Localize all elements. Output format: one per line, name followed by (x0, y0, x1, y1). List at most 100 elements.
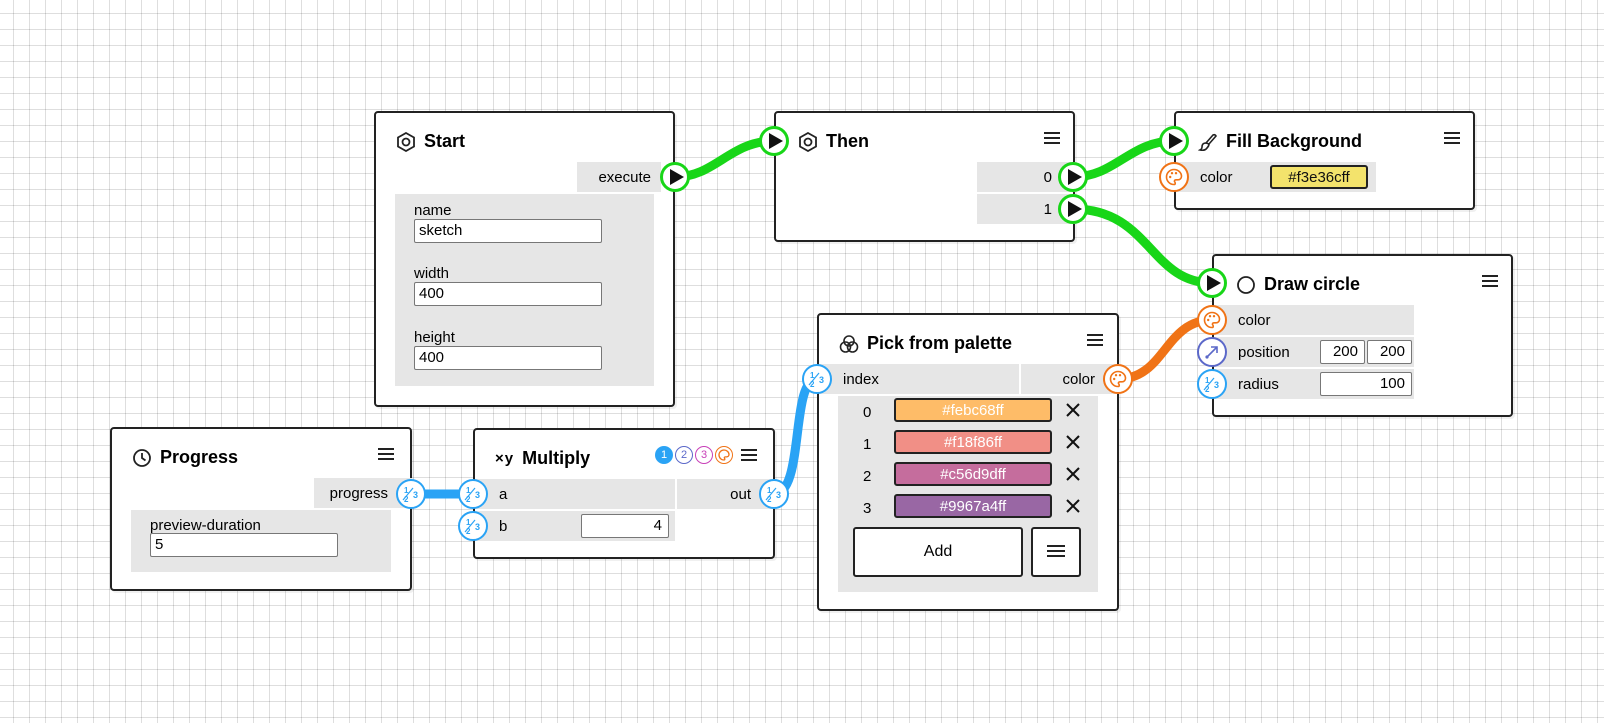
xy-icon: ×y (495, 450, 515, 467)
preview-duration-label: preview-duration (150, 517, 261, 534)
remove-color-3-icon[interactable] (1064, 497, 1082, 515)
start-node[interactable]: Start execute name sketch width 400 heig… (374, 111, 675, 407)
vector-type-badge[interactable]: 2 (675, 446, 693, 464)
start-execute-output-port[interactable] (660, 162, 690, 192)
svg-text:1: 1 (1205, 376, 1210, 385)
circle-icon (1237, 275, 1255, 294)
add-color-button[interactable]: Add (853, 527, 1023, 577)
fill-background-input-port[interactable] (1159, 126, 1189, 156)
execute-output-row: execute (577, 162, 661, 192)
output-1-label: 1 (1043, 200, 1052, 218)
svg-text:1: 1 (767, 486, 772, 495)
palette-index-1: 1 (863, 436, 872, 453)
svg-text:3: 3 (413, 490, 418, 500)
position-y-input[interactable]: 200 (1367, 340, 1412, 364)
output-0-label: 0 (1043, 168, 1052, 186)
draw-circle-input-port[interactable] (1197, 268, 1227, 298)
svg-text:3: 3 (776, 490, 781, 500)
height-input[interactable]: 400 (414, 346, 602, 370)
remove-color-0-icon[interactable] (1064, 401, 1082, 419)
vector3-type-badge[interactable]: 3 (695, 446, 713, 464)
palette-color-0[interactable]: #febc68ff (894, 398, 1052, 422)
palette-color-output-port[interactable] (1103, 364, 1133, 394)
node-title-text: Draw circle (1264, 274, 1361, 294)
svg-text:2: 2 (767, 495, 772, 504)
then-node[interactable]: Then 0 1 (774, 111, 1076, 242)
node-title-text: Start (424, 131, 466, 151)
color-type-badge[interactable] (715, 446, 733, 464)
clock-icon (133, 448, 151, 467)
fill-background-menu-icon[interactable] (1444, 132, 1460, 146)
svg-text:3: 3 (819, 375, 824, 385)
color-output-row: color (1021, 364, 1119, 394)
a-label: a (499, 485, 508, 503)
name-label: name (414, 202, 452, 219)
progress-node[interactable]: Progress progress preview-duration 5 (110, 427, 412, 591)
circle-color-input-port[interactable] (1197, 305, 1227, 335)
palette-index-3: 3 (863, 500, 872, 517)
overlapping-circles-icon (839, 334, 859, 353)
svg-text:3: 3 (475, 522, 480, 532)
fill-color-swatch[interactable]: #f3e36cff (1270, 165, 1368, 189)
draw-circle-node-title: Draw circle (1236, 274, 1360, 295)
pick-from-palette-node[interactable]: Pick from palette index color 0 #febc68f… (817, 313, 1119, 611)
multiply-node-title: ×y Multiply (495, 448, 590, 469)
wire-out-index[interactable] (769, 374, 822, 499)
svg-text:3: 3 (475, 490, 480, 500)
start-fields-panel: name sketch width 400 height 400 (395, 194, 654, 386)
height-label: height (414, 329, 455, 346)
palette-options-button[interactable] (1031, 527, 1081, 577)
then-input-port[interactable] (759, 126, 789, 156)
name-input[interactable]: sketch (414, 219, 602, 243)
remove-color-2-icon[interactable] (1064, 465, 1082, 483)
palette-index-2: 2 (863, 468, 872, 485)
preview-duration-input[interactable]: 5 (150, 533, 338, 557)
play-icon (669, 169, 684, 185)
b-value-input[interactable]: 4 (581, 514, 669, 538)
paint-brush-icon (1198, 133, 1217, 151)
fill-color-input-port[interactable] (1159, 162, 1189, 192)
progress-menu-icon[interactable] (378, 448, 394, 462)
number-type-badge[interactable]: 1 (655, 446, 673, 464)
then-output-0-port[interactable] (1058, 162, 1088, 192)
width-input[interactable]: 400 (414, 282, 602, 306)
pick-from-palette-node-title: Pick from palette (839, 333, 1012, 354)
circle-position-input-port[interactable] (1197, 337, 1227, 367)
palette-color-3[interactable]: #9967a4ff (894, 494, 1052, 518)
progress-fields-panel: preview-duration 5 (131, 510, 391, 572)
fill-background-node[interactable]: Fill Background color #f3e36cff (1174, 111, 1475, 210)
diagonal-arrow-icon (1205, 346, 1218, 359)
remove-color-1-icon[interactable] (1064, 433, 1082, 451)
svg-text:2: 2 (466, 495, 471, 504)
palette-icon (1203, 311, 1221, 329)
position-x-input[interactable]: 200 (1320, 340, 1365, 364)
index-input-row: index (819, 364, 1019, 394)
palette-color-1[interactable]: #f18f86ff (894, 430, 1052, 454)
fill-background-node-title: Fill Background (1198, 131, 1362, 152)
palette-color-2[interactable]: #c56d9dff (894, 462, 1052, 486)
then-menu-icon[interactable] (1044, 132, 1060, 146)
radius-input[interactable]: 100 (1320, 372, 1412, 396)
progress-node-title: Progress (132, 447, 238, 468)
multiply-menu-icon[interactable] (741, 449, 757, 463)
wire-then1-circle[interactable] (1068, 204, 1217, 288)
then-output-1-port[interactable] (1058, 194, 1088, 224)
multiply-node[interactable]: ×y Multiply 1 2 3 a out b 4 (473, 428, 775, 559)
color-output-label: color (1062, 370, 1095, 388)
node-title-text: Fill Background (1226, 131, 1363, 151)
draw-circle-node[interactable]: Draw circle color position 200 200 radiu… (1212, 254, 1513, 417)
pick-from-palette-menu-icon[interactable] (1087, 334, 1103, 348)
hexagon-nut-icon (799, 131, 817, 152)
draw-circle-menu-icon[interactable] (1482, 275, 1498, 289)
radius-label: radius (1238, 375, 1279, 393)
menu-icon (1047, 544, 1065, 560)
width-label: width (414, 265, 450, 282)
